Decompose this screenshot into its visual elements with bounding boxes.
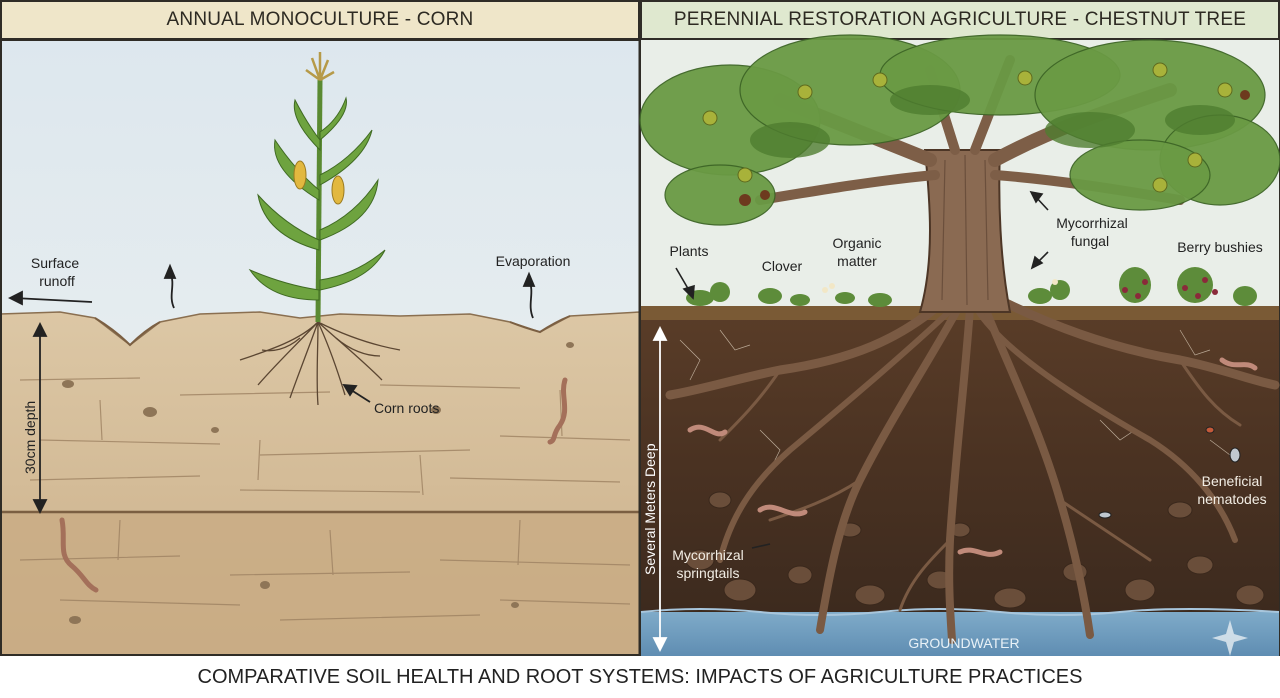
mycorrhizal-fungal-label: Mycorrhizal — [1056, 215, 1128, 231]
corn-ear — [294, 161, 306, 189]
beneficial-nematodes-label: nematodes — [1197, 491, 1266, 507]
diagram-caption: COMPARATIVE SOIL HEALTH AND ROOT SYSTEMS… — [0, 656, 1280, 698]
illustration: Surface runoff Evaporation Corn roots 30… — [0, 0, 1280, 656]
hardpan-layer — [0, 512, 640, 656]
mite-icon — [1206, 427, 1214, 433]
surface-runoff-label: Surface — [31, 255, 79, 271]
mycorrhizal-springtails-label: Mycorrhizal — [672, 547, 744, 563]
depth-label-left: 30cm depth — [22, 401, 38, 474]
berry-bushies-label: Berry bushies — [1177, 239, 1263, 255]
mycorrhizal-fungal-label: fungal — [1071, 233, 1109, 249]
groundwater-label: GROUNDWATER — [908, 635, 1019, 651]
beneficial-nematodes-label: Beneficial — [1202, 473, 1263, 489]
left-panel: Surface runoff Evaporation Corn roots 30… — [0, 40, 640, 656]
evaporation-label: Evaporation — [496, 253, 571, 269]
organic-matter-label: Organic — [832, 235, 881, 251]
plants-label: Plants — [670, 243, 709, 259]
springtail-icon — [1099, 512, 1111, 518]
depth-label-right: Several Meters Deep — [642, 443, 658, 575]
corn-roots-label: Corn roots — [374, 400, 439, 416]
clover-label: Clover — [762, 258, 803, 274]
surface-runoff-label: runoff — [39, 273, 75, 289]
beetle-icon — [1230, 448, 1240, 462]
corn-ear — [332, 176, 344, 204]
right-panel: Several Meters Deep Plants Clover Organi… — [640, 35, 1280, 656]
organic-matter-label: matter — [837, 253, 877, 269]
mycorrhizal-springtails-label: springtails — [676, 565, 739, 581]
